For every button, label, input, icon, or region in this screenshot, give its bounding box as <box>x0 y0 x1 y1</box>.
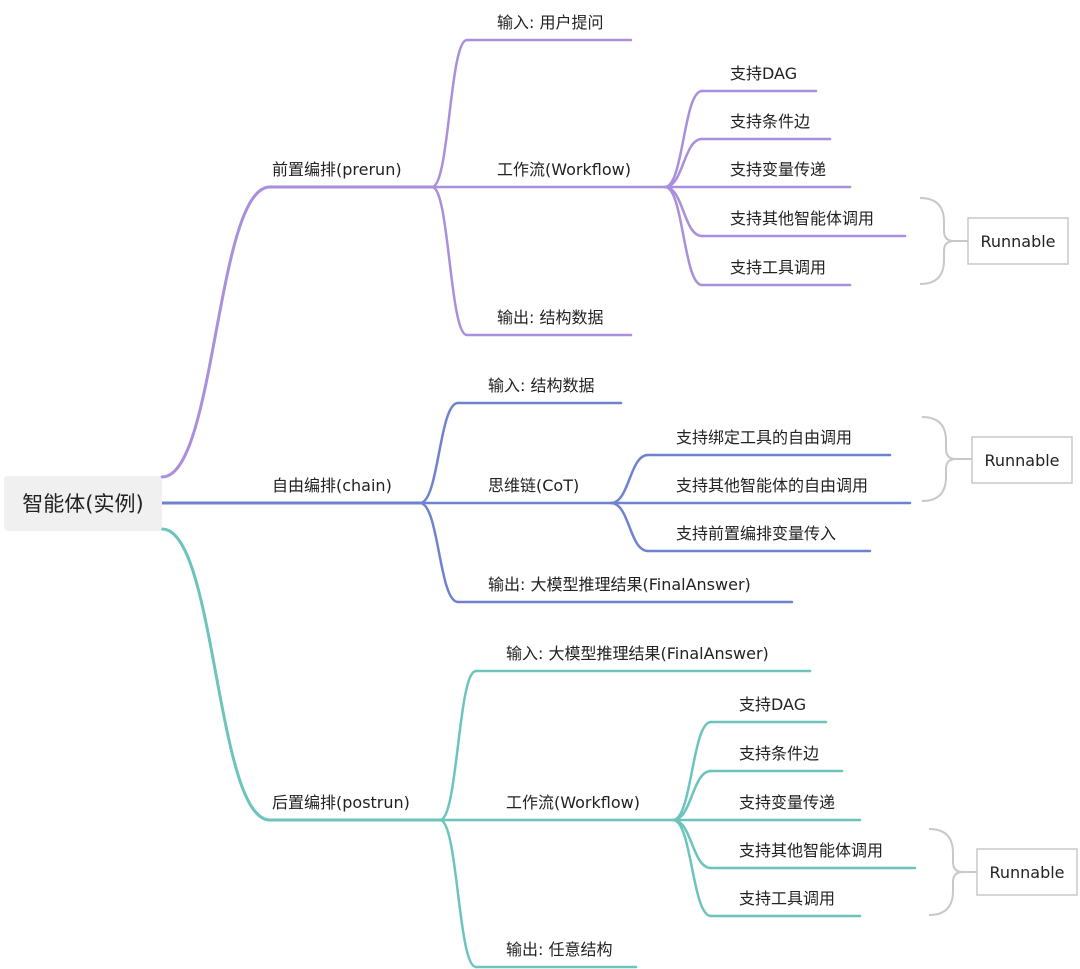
branch-1-child-0-label: 输入: 结构数据 <box>488 376 594 395</box>
branch-1-label: 自由编排(chain) <box>272 476 392 495</box>
connector-curve <box>430 185 469 337</box>
connector-curve <box>609 453 650 505</box>
branch-2-leaf-3-label: 支持其他智能体调用 <box>739 841 883 860</box>
branch-2-leaf-4-label: 支持工具调用 <box>739 889 835 908</box>
branch-0-leaf-2-label: 支持变量传递 <box>730 160 826 179</box>
root-node <box>4 476 162 531</box>
connector-curve <box>418 401 460 505</box>
branch-0-leaf-0-label: 支持DAG <box>730 64 797 83</box>
connector-curve <box>418 501 460 604</box>
connector-curve <box>671 818 713 870</box>
runnable-box <box>976 848 1078 896</box>
runnable-bracket <box>919 197 955 285</box>
branch-2-child-1-label: 工作流(Workflow) <box>506 793 640 812</box>
branch-0-label: 前置编排(prerun) <box>272 160 402 179</box>
branch-2-child-2-label: 输出: 任意结构 <box>506 940 612 959</box>
root-node-label: 智能体(实例) <box>22 492 143 516</box>
connector-curve <box>671 720 713 822</box>
branch-2-label: 后置编排(postrun) <box>272 793 410 812</box>
connector-curve <box>430 38 469 189</box>
branch-0-child-1-label: 工作流(Workflow) <box>497 160 631 179</box>
connector-curve <box>663 185 704 287</box>
connector-curve <box>663 185 704 238</box>
branch-2-leaf-0-label: 支持DAG <box>739 695 806 714</box>
connector-curve <box>609 501 650 553</box>
node-layer: 智能体(实例) 前置编排(prerun) 输入: 用户提问工作流(Workflow)… <box>4 13 1078 959</box>
branch-0-leaf-1-label: 支持条件边 <box>730 112 810 131</box>
connector-curve <box>438 818 478 969</box>
runnable-box <box>967 217 1069 265</box>
branch-1-leaf-1-label: 支持其他智能体的自由调用 <box>676 476 868 495</box>
runnable-box-2-label: Runnable <box>989 863 1064 882</box>
connector-curve <box>160 185 272 479</box>
runnable-box <box>971 436 1073 484</box>
branch-0-child-2-label: 输出: 结构数据 <box>497 308 603 327</box>
connector-curve <box>671 818 713 918</box>
runnable-box-1-label: Runnable <box>984 451 1059 470</box>
connector-curve <box>663 137 704 189</box>
connector-curve <box>663 89 704 189</box>
connector-curve <box>160 527 272 822</box>
runnable-bracket <box>921 416 957 502</box>
runnable-bracket <box>928 828 964 916</box>
runnable-box-0-label: Runnable <box>980 232 1055 251</box>
connector-curve <box>671 769 713 822</box>
connector-layer <box>160 38 978 969</box>
branch-1-child-2-label: 输出: 大模型推理结果(FinalAnswer) <box>488 575 751 594</box>
connector-curve <box>438 669 478 822</box>
branch-0-leaf-3-label: 支持其他智能体调用 <box>730 209 874 228</box>
branch-2-child-0-label: 输入: 大模型推理结果(FinalAnswer) <box>506 644 769 663</box>
branch-1-leaf-2-label: 支持前置编排变量传入 <box>676 524 836 543</box>
branch-1-leaf-0-label: 支持绑定工具的自由调用 <box>676 428 852 447</box>
branch-2-leaf-1-label: 支持条件边 <box>739 744 819 763</box>
branch-2-leaf-2-label: 支持变量传递 <box>739 793 835 812</box>
branch-1-child-1-label: 思维链(CoT) <box>488 476 579 495</box>
branch-0-child-0-label: 输入: 用户提问 <box>497 13 603 32</box>
branch-0-leaf-4-label: 支持工具调用 <box>730 258 826 277</box>
